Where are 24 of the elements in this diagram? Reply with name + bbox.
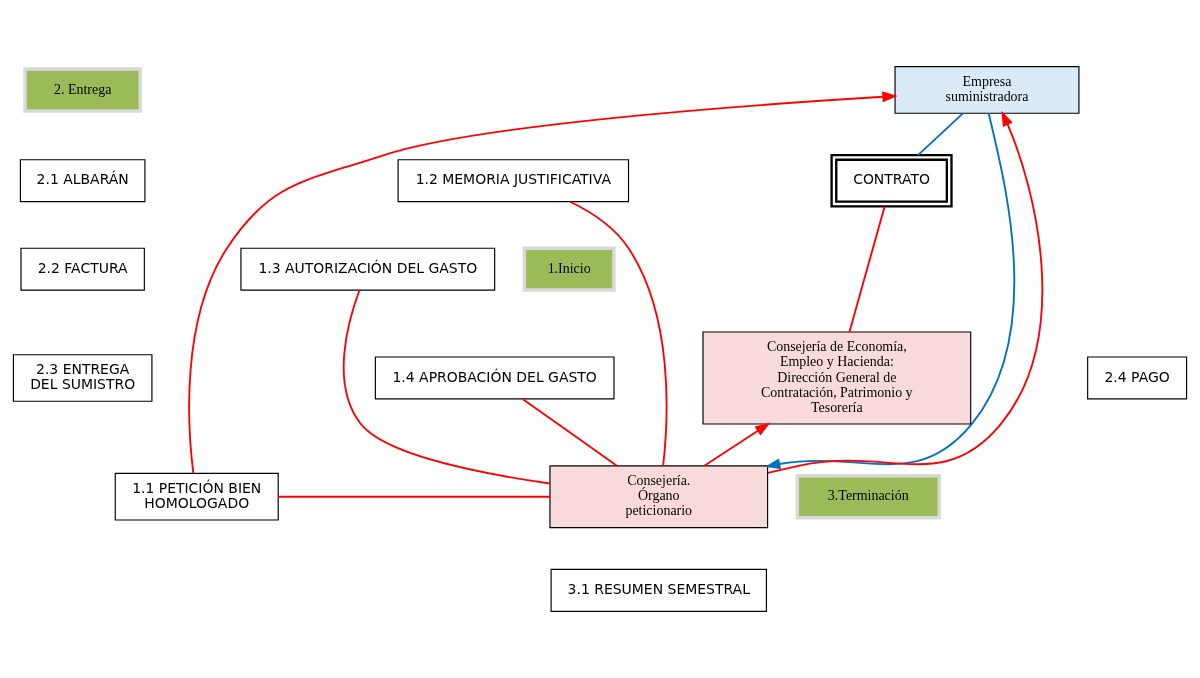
connector: [917, 112, 964, 156]
node-box: 3.Terminación: [795, 474, 941, 520]
connector: [277, 495, 551, 498]
node-box: 1.2 MEMORIA JUSTIFICATIVA: [397, 159, 630, 203]
arrow: [703, 422, 771, 467]
arrow: [188, 91, 898, 475]
node-box: 1.Inicio: [522, 246, 616, 292]
node-box: Consejería de Economía, Empleo y Hacienda: Dirección General de Contratación, Patrimonio y Tesorería: [702, 331, 972, 425]
node-box: 1.1 PETICIÓN BIEN HOMOLOGADO: [114, 472, 279, 521]
node-box: 2.2 FACTURA: [20, 247, 145, 291]
connector: [521, 398, 618, 467]
connector: [848, 205, 886, 333]
node-box: 1.3 AUTORIZACIÓN DEL GASTO: [240, 247, 496, 291]
connector: [342, 289, 551, 485]
node-box: 2.3 ENTREGA DEL SUMISTRO: [12, 354, 153, 402]
node-box: 2.1 ALBARÁN: [19, 159, 146, 203]
node-box: Empresa suministradora: [894, 66, 1080, 114]
connector: [569, 200, 668, 467]
node-box: 2. Entrega: [23, 67, 142, 113]
node-box: Consejería. Órgano peticionario: [549, 465, 769, 529]
node-box: 1.4 APROBACIÓN DEL GASTO: [374, 356, 615, 400]
node-box: 2.4 PAGO: [1087, 356, 1188, 400]
node-box: CONTRATO: [830, 153, 953, 208]
node-box: 3.1 RESUMEN SEMESTRAL: [550, 568, 767, 612]
